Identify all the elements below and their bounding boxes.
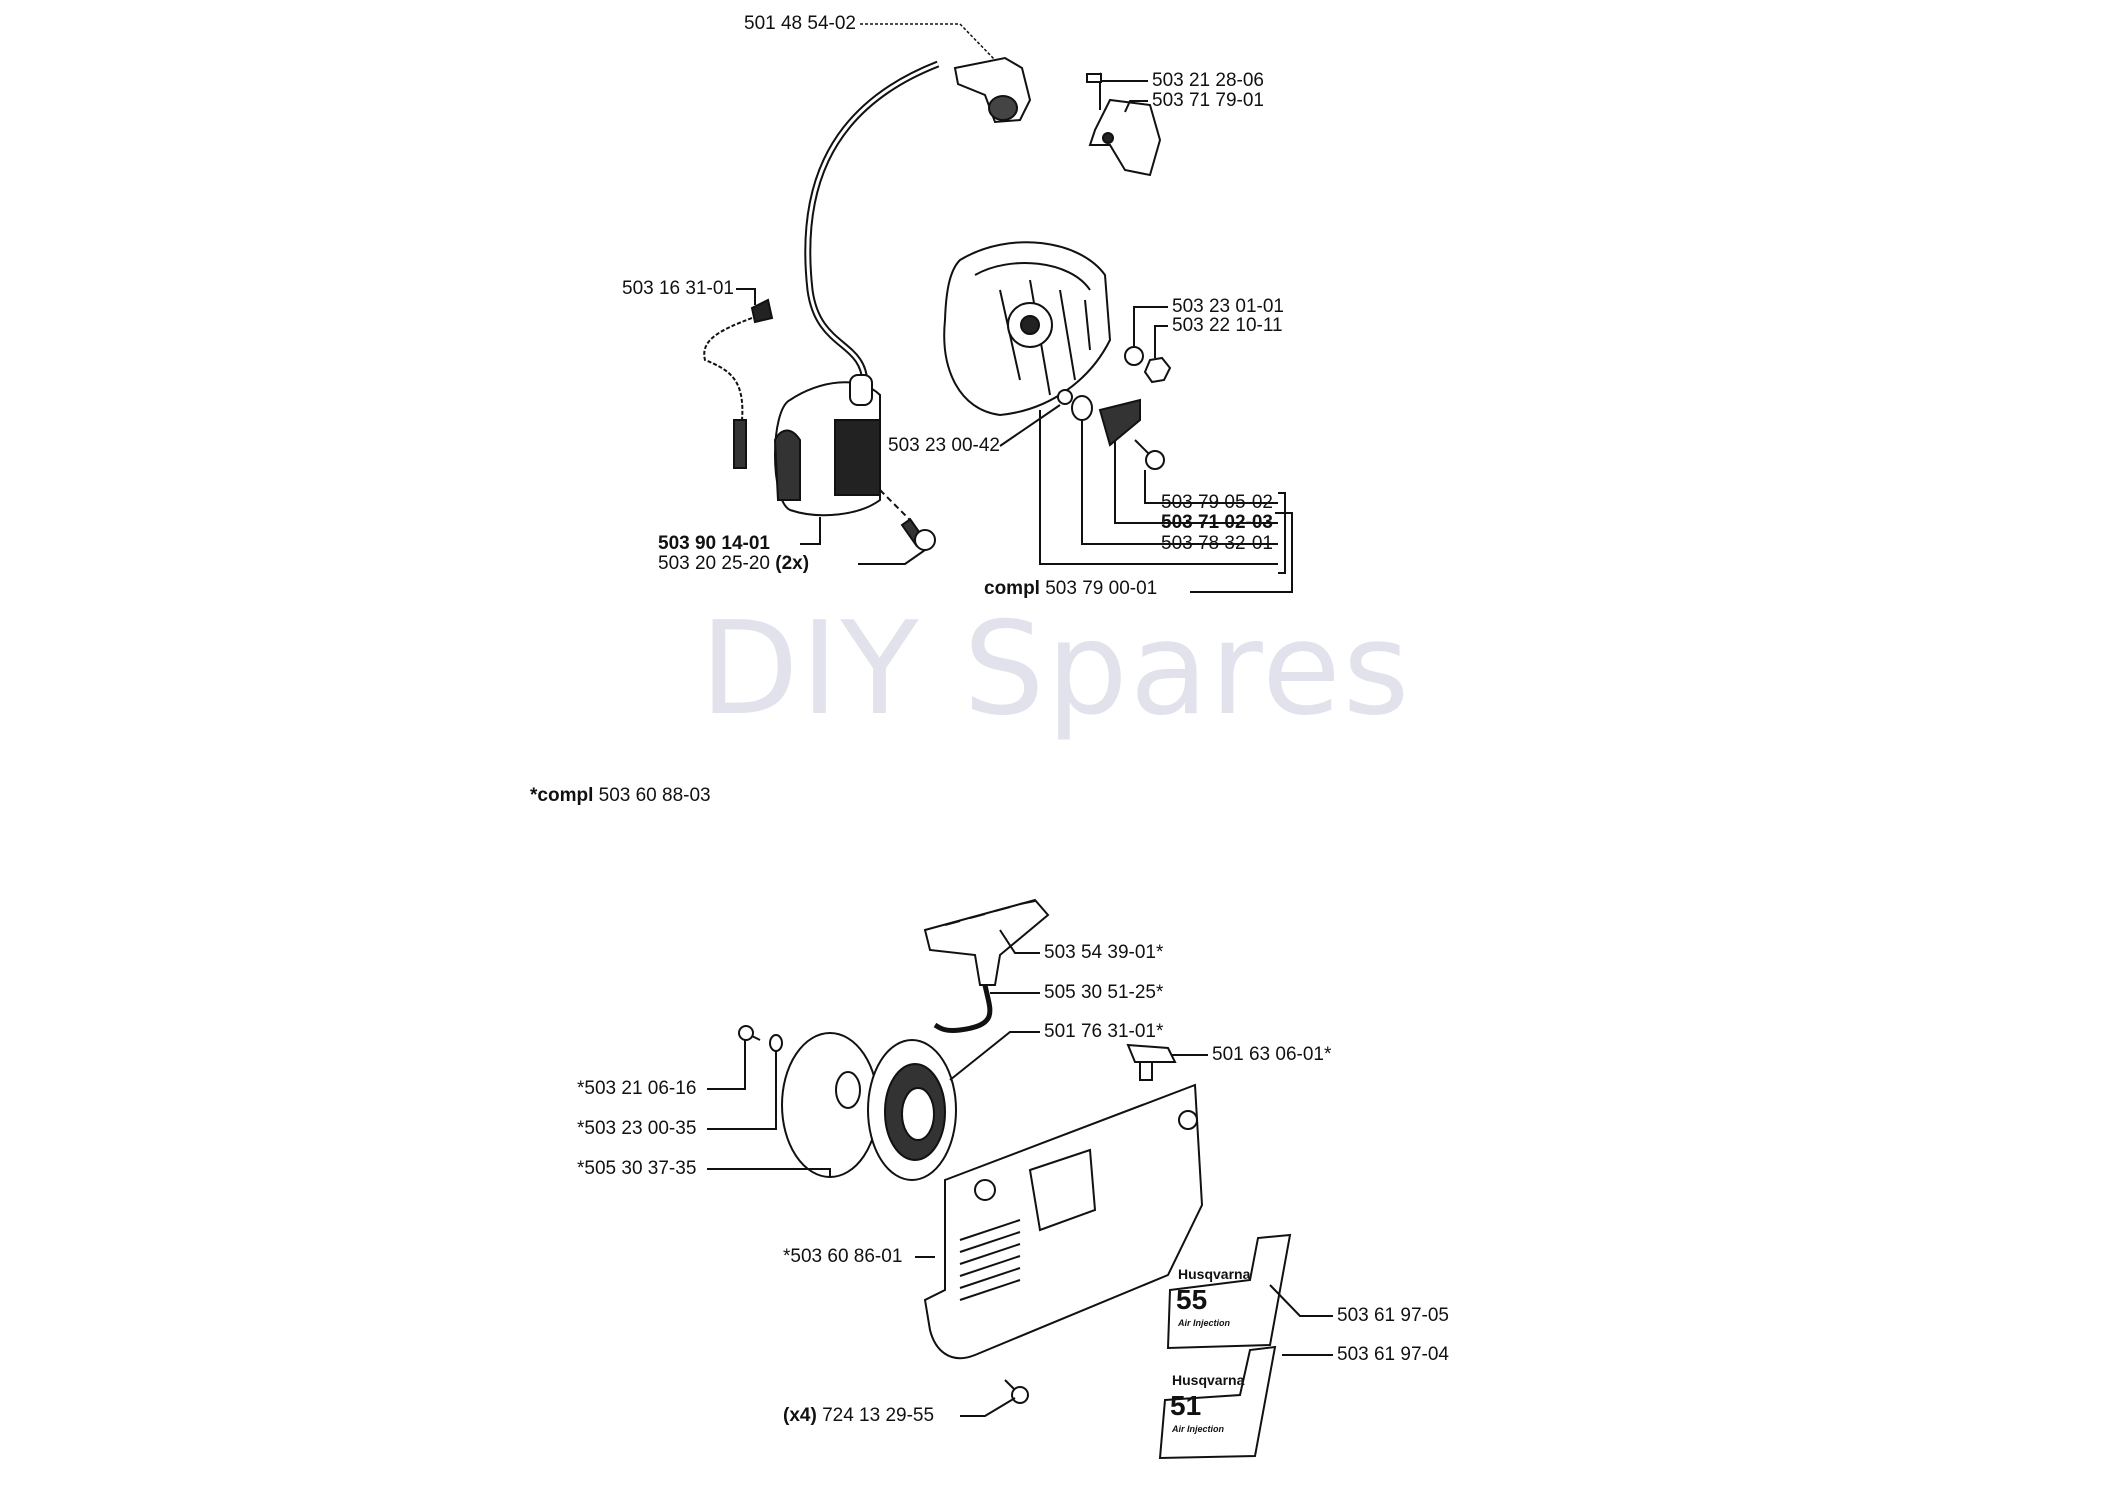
label-pawl[interactable]: 503 71 02-03 bbox=[1161, 512, 1273, 533]
label-starter-rope[interactable]: 505 30 51-25* bbox=[1044, 982, 1164, 1003]
label-flywheel-compl[interactable]: compl 503 79 00-01 bbox=[984, 578, 1157, 600]
label-decal-51[interactable]: 503 61 97-04 bbox=[1337, 1344, 1449, 1365]
label-spring-washer[interactable]: 503 23 00-42 bbox=[888, 435, 1000, 456]
label-spark-plug-boot[interactable]: 501 48 54-02 bbox=[744, 13, 856, 34]
label-pawl-bolt[interactable]: 503 79 05-02 bbox=[1161, 492, 1273, 513]
housing-screw-part bbox=[1004, 1379, 1029, 1404]
pawl-part bbox=[1098, 398, 1141, 447]
starter-screw-part bbox=[738, 1025, 761, 1041]
ht-lead bbox=[804, 60, 940, 386]
pawl-bolt-part bbox=[1134, 439, 1165, 470]
spring-cassette-part bbox=[867, 1039, 957, 1181]
nut-part bbox=[1143, 356, 1172, 384]
starter-compl-prefix: *compl bbox=[530, 785, 594, 806]
decal-55-part bbox=[1166, 1233, 1292, 1350]
decal-51-part bbox=[1158, 1345, 1277, 1460]
label-decal-55[interactable]: 503 61 97-05 bbox=[1337, 1305, 1449, 1326]
key-part bbox=[1071, 395, 1093, 421]
flywheel-compl-number: 503 79 00-01 bbox=[1045, 578, 1158, 599]
label-washer[interactable]: 503 23 01-01 bbox=[1172, 296, 1284, 317]
starter-washer-part bbox=[769, 1034, 783, 1052]
label-housing-screw[interactable]: (x4) 724 13 29-55 bbox=[783, 1405, 934, 1427]
starter-rope-part bbox=[933, 984, 993, 1033]
watermark: DIY Spares bbox=[700, 595, 1412, 744]
starter-housing-part bbox=[923, 1083, 1204, 1360]
spark-plug-boot-part bbox=[953, 56, 1032, 124]
decal-55-brand: Husqvarna bbox=[1178, 1266, 1251, 1282]
module-screw-number: 503 20 25-20 bbox=[658, 553, 770, 574]
module-screw-part bbox=[900, 517, 936, 551]
starter-pulley-part bbox=[781, 1032, 879, 1178]
label-starter-washer[interactable]: *503 23 00-35 bbox=[577, 1118, 697, 1139]
label-key[interactable]: 503 78 32-01 bbox=[1161, 533, 1273, 554]
housing-screw-number: 724 13 29-55 bbox=[822, 1405, 935, 1426]
label-spring-cassette[interactable]: 501 76 31-01* bbox=[1044, 1021, 1164, 1042]
decal-55-subtitle: Air Injection bbox=[1178, 1318, 1231, 1328]
short-circuit-cable-part bbox=[703, 298, 774, 469]
label-module-screw[interactable]: 503 20 25-20 (2x) bbox=[658, 553, 809, 575]
flywheel-part bbox=[943, 241, 1112, 417]
decal-55-model: 55 bbox=[1176, 1284, 1208, 1315]
bracket-part bbox=[1086, 72, 1162, 177]
label-knob[interactable]: 501 63 06-01* bbox=[1212, 1044, 1332, 1065]
label-bracket-screw[interactable]: 503 21 28-06 bbox=[1152, 70, 1264, 91]
starter-assembly-number: 503 60 88-03 bbox=[598, 785, 711, 806]
label-nut[interactable]: 503 22 10-11 bbox=[1172, 315, 1283, 336]
label-starter-pulley[interactable]: *505 30 37-35 bbox=[577, 1158, 697, 1179]
knob-part bbox=[1126, 1043, 1177, 1081]
label-bracket[interactable]: 503 71 79-01 bbox=[1152, 90, 1264, 111]
compl-prefix: compl bbox=[984, 578, 1040, 599]
module-screw-qty: (2x) bbox=[775, 553, 810, 574]
washer-part bbox=[1124, 346, 1144, 366]
housing-screw-qty: (x4) bbox=[783, 1405, 817, 1426]
label-starter-housing[interactable]: *503 60 86-01 bbox=[783, 1246, 903, 1267]
label-ignition-module[interactable]: 503 90 14-01 bbox=[658, 533, 770, 554]
spring-washer-part bbox=[1057, 389, 1073, 405]
decal-51-brand: Husqvarna bbox=[1172, 1372, 1245, 1388]
label-starter-assembly[interactable]: *compl 503 60 88-03 bbox=[530, 785, 711, 807]
label-short-circuit-cable[interactable]: 503 16 31-01 bbox=[622, 278, 734, 299]
label-starter-handle[interactable]: 503 54 39-01* bbox=[1044, 942, 1164, 963]
decal-51-model: 51 bbox=[1170, 1390, 1202, 1421]
decal-51-subtitle: Air Injection bbox=[1172, 1424, 1225, 1434]
starter-handle-part bbox=[923, 898, 1050, 986]
ignition-module-part bbox=[773, 374, 881, 517]
label-starter-screw[interactable]: *503 21 06-16 bbox=[577, 1078, 697, 1099]
